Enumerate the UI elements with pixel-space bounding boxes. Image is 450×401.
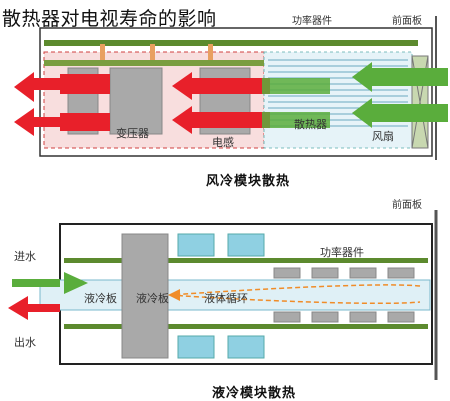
chip-top-1 xyxy=(177,233,215,257)
central-block xyxy=(121,233,169,359)
loop-arrow-bottom xyxy=(169,294,421,305)
front-panel-label-top: 前面板 xyxy=(392,16,422,27)
inductor-label: 电感 xyxy=(212,136,234,149)
cold-plate xyxy=(39,279,431,311)
liquid-loop-label: 液体循环 xyxy=(204,292,248,305)
inlet-label: 进水 xyxy=(14,250,36,263)
transformer xyxy=(109,67,163,135)
chip-top-2 xyxy=(227,233,265,257)
chip-bottom-2 xyxy=(227,335,265,359)
inlet-arrow-shaft xyxy=(34,279,60,287)
cold-plate-label-2: 液冷板 xyxy=(136,292,169,305)
power-devices-top xyxy=(273,267,415,279)
page-title: 散热器对电视寿命的影响 xyxy=(2,8,217,30)
outlet-arrow-head xyxy=(8,296,28,320)
chip-bottom-1 xyxy=(177,335,215,359)
pin-1 xyxy=(100,44,105,62)
air-cooling-diagram xyxy=(14,16,448,160)
air-cooling-caption: 风冷模块散热 xyxy=(206,174,291,189)
rail-top xyxy=(64,258,428,263)
outlet-arrow-shaft xyxy=(24,304,60,312)
liquid-cooling-caption: 液冷模块散热 xyxy=(212,386,297,401)
rail-bottom xyxy=(64,324,428,329)
hot-air-arrows xyxy=(14,72,270,136)
transformer-label: 变压器 xyxy=(116,127,149,140)
fan-label: 风扇 xyxy=(372,130,394,143)
loop-arrow-head xyxy=(168,289,180,301)
inlet-arrow-head xyxy=(64,272,88,294)
heatsink-label: 散热器 xyxy=(294,118,327,131)
board-bar xyxy=(44,60,264,66)
pin-3 xyxy=(208,44,213,62)
outlet-label: 出水 xyxy=(14,336,36,349)
liquid-cooling-diagram xyxy=(8,210,438,380)
power-device-bar xyxy=(44,40,418,46)
cold-plate-label: 液冷板 xyxy=(84,292,117,305)
loop-arrow-top xyxy=(169,284,421,296)
power-device-label-top: 功率器件 xyxy=(292,16,332,27)
power-devices-bottom xyxy=(273,311,415,323)
front-panel-label-bottom: 前面板 xyxy=(392,200,422,211)
power-device-label-bottom: 功率器件 xyxy=(320,246,364,259)
pin-2 xyxy=(150,44,155,62)
cool-air-arrows xyxy=(262,62,448,128)
